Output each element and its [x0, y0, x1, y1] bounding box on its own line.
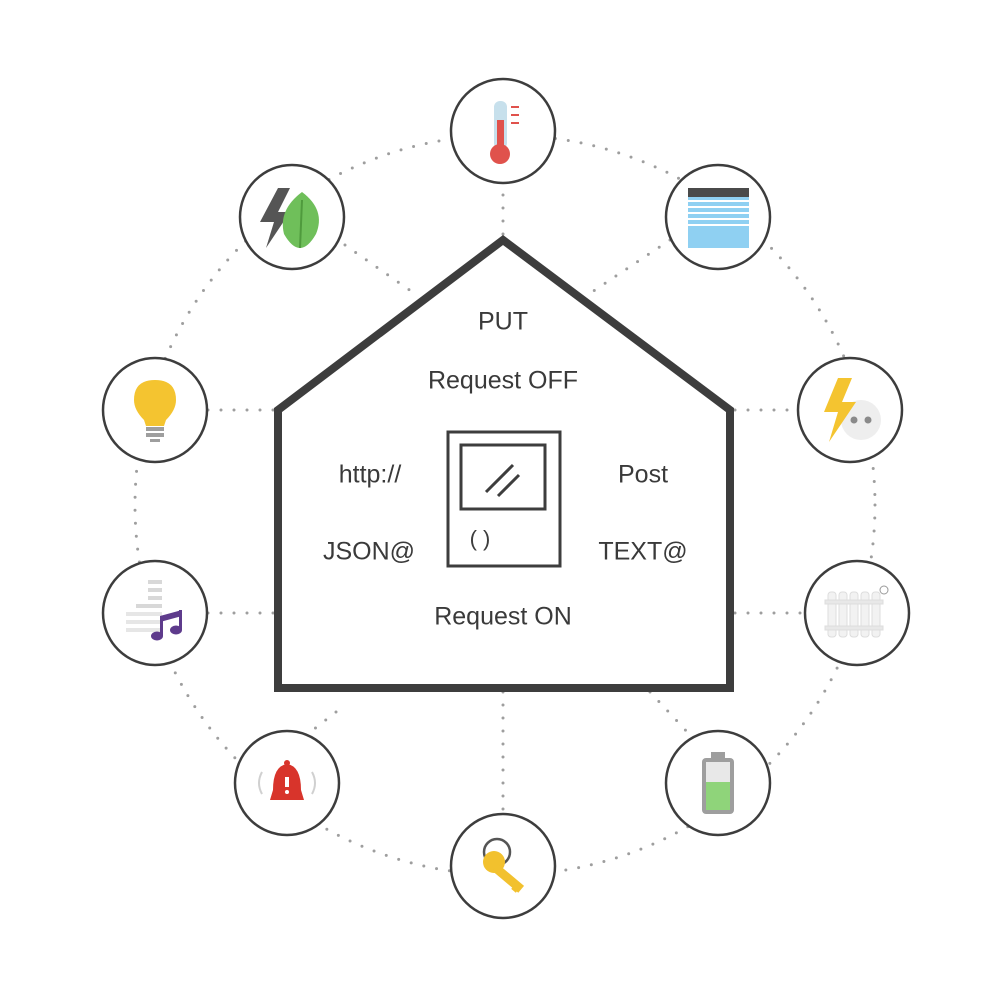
label-request-on: Request ON — [434, 602, 572, 631]
window-blinds-icon — [688, 188, 749, 248]
label-http: http:// — [338, 460, 402, 489]
energy-leaf-icon — [260, 188, 319, 249]
device-power-socket[interactable] — [796, 356, 904, 464]
device-battery[interactable] — [664, 729, 772, 837]
key-icon — [482, 837, 525, 893]
device-key[interactable] — [449, 812, 557, 920]
device-alarm-bell[interactable] — [233, 729, 341, 837]
music-icon — [126, 580, 182, 641]
thermometer-icon — [490, 101, 519, 164]
device-radiator[interactable] — [803, 559, 911, 667]
device-light-bulb[interactable] — [101, 356, 209, 464]
light-bulb-icon — [134, 380, 176, 442]
device-thermometer[interactable] — [449, 77, 557, 185]
device-energy-leaf[interactable] — [238, 163, 346, 271]
alarm-bell-icon — [258, 760, 316, 800]
label-json: JSON@ — [322, 537, 416, 566]
control-panel-icon: ( ) — [446, 430, 562, 568]
device-window-blinds[interactable] — [664, 163, 772, 271]
label-put: PUT — [478, 307, 528, 336]
label-text: TEXT@ — [598, 537, 688, 566]
battery-icon — [702, 752, 734, 814]
label-post: Post — [617, 460, 669, 489]
radiator-icon — [824, 585, 889, 638]
label-request-off: Request OFF — [427, 366, 579, 395]
power-socket-icon — [824, 378, 881, 442]
device-music[interactable] — [101, 559, 209, 667]
panel-glyph: ( ) — [470, 526, 491, 551]
